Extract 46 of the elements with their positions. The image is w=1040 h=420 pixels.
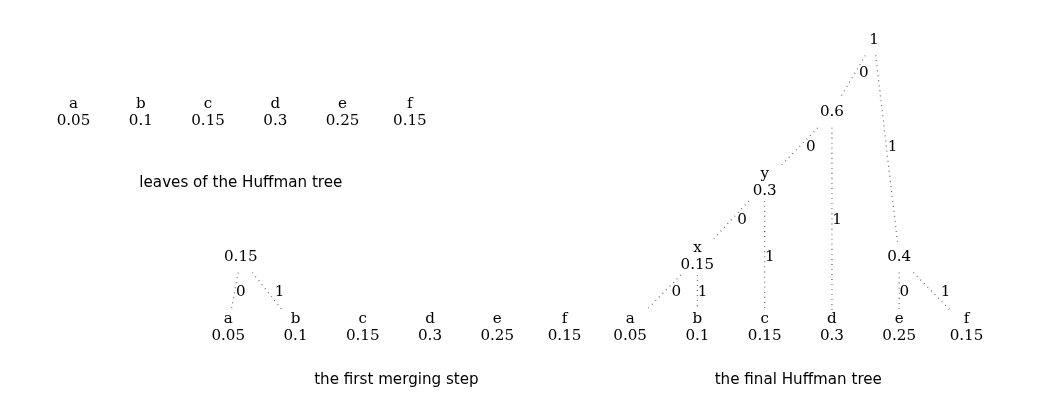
node-text: a 0.05 <box>56 93 91 129</box>
node-text: 0.15 <box>224 246 258 265</box>
connector <box>780 127 819 166</box>
connector <box>764 200 766 311</box>
edge-label: 1 <box>764 246 775 265</box>
node-text: f 0.15 <box>949 309 984 344</box>
node-text: d 0.3 <box>819 309 844 344</box>
connector <box>645 274 682 311</box>
edge-label: 0 <box>899 282 910 301</box>
node-text: a 0.05 <box>211 309 246 344</box>
node-text: b 0.1 <box>283 309 308 344</box>
label: leaves of the Huffman tree <box>139 172 343 191</box>
node-text: y 0.3 <box>752 164 777 200</box>
node-text: b 0.1 <box>128 93 153 129</box>
edge-label: 1 <box>274 282 285 301</box>
node-text: 0.4 <box>887 246 912 265</box>
edge-label: 0 <box>737 209 747 228</box>
edge-label: 0 <box>236 282 246 301</box>
label: the final Huffman tree <box>714 369 882 388</box>
node-text: e 0.25 <box>882 309 917 344</box>
node-text: e 0.25 <box>325 93 360 129</box>
node-text: 1 <box>869 29 879 48</box>
edge-label: 0 <box>671 282 682 301</box>
connector <box>875 54 899 243</box>
edge-label: 1 <box>697 282 708 301</box>
edge-label: 0 <box>859 62 869 81</box>
node-text: b 0.1 <box>685 309 710 344</box>
edge-label: 1 <box>832 209 842 228</box>
label: the first merging step <box>314 369 479 388</box>
edge-label: 1 <box>940 282 951 301</box>
edge-label: 1 <box>887 137 898 156</box>
edge-label: 0 <box>806 137 816 156</box>
node-text: 0.6 <box>819 102 844 121</box>
node-text: f 0.15 <box>393 93 427 129</box>
connector <box>230 271 239 311</box>
node-text: f 0.15 <box>547 309 582 344</box>
connector <box>912 271 951 311</box>
node-text: d 0.3 <box>418 309 443 344</box>
node-text: x 0.15 <box>680 238 715 274</box>
node-text: e 0.25 <box>480 309 515 344</box>
node-text: d 0.3 <box>263 93 288 129</box>
node-text: c 0.15 <box>747 309 782 344</box>
node-text: c 0.15 <box>191 93 225 129</box>
node-text: a 0.05 <box>613 309 647 344</box>
node-text: c 0.15 <box>345 309 380 344</box>
connector <box>712 200 750 240</box>
